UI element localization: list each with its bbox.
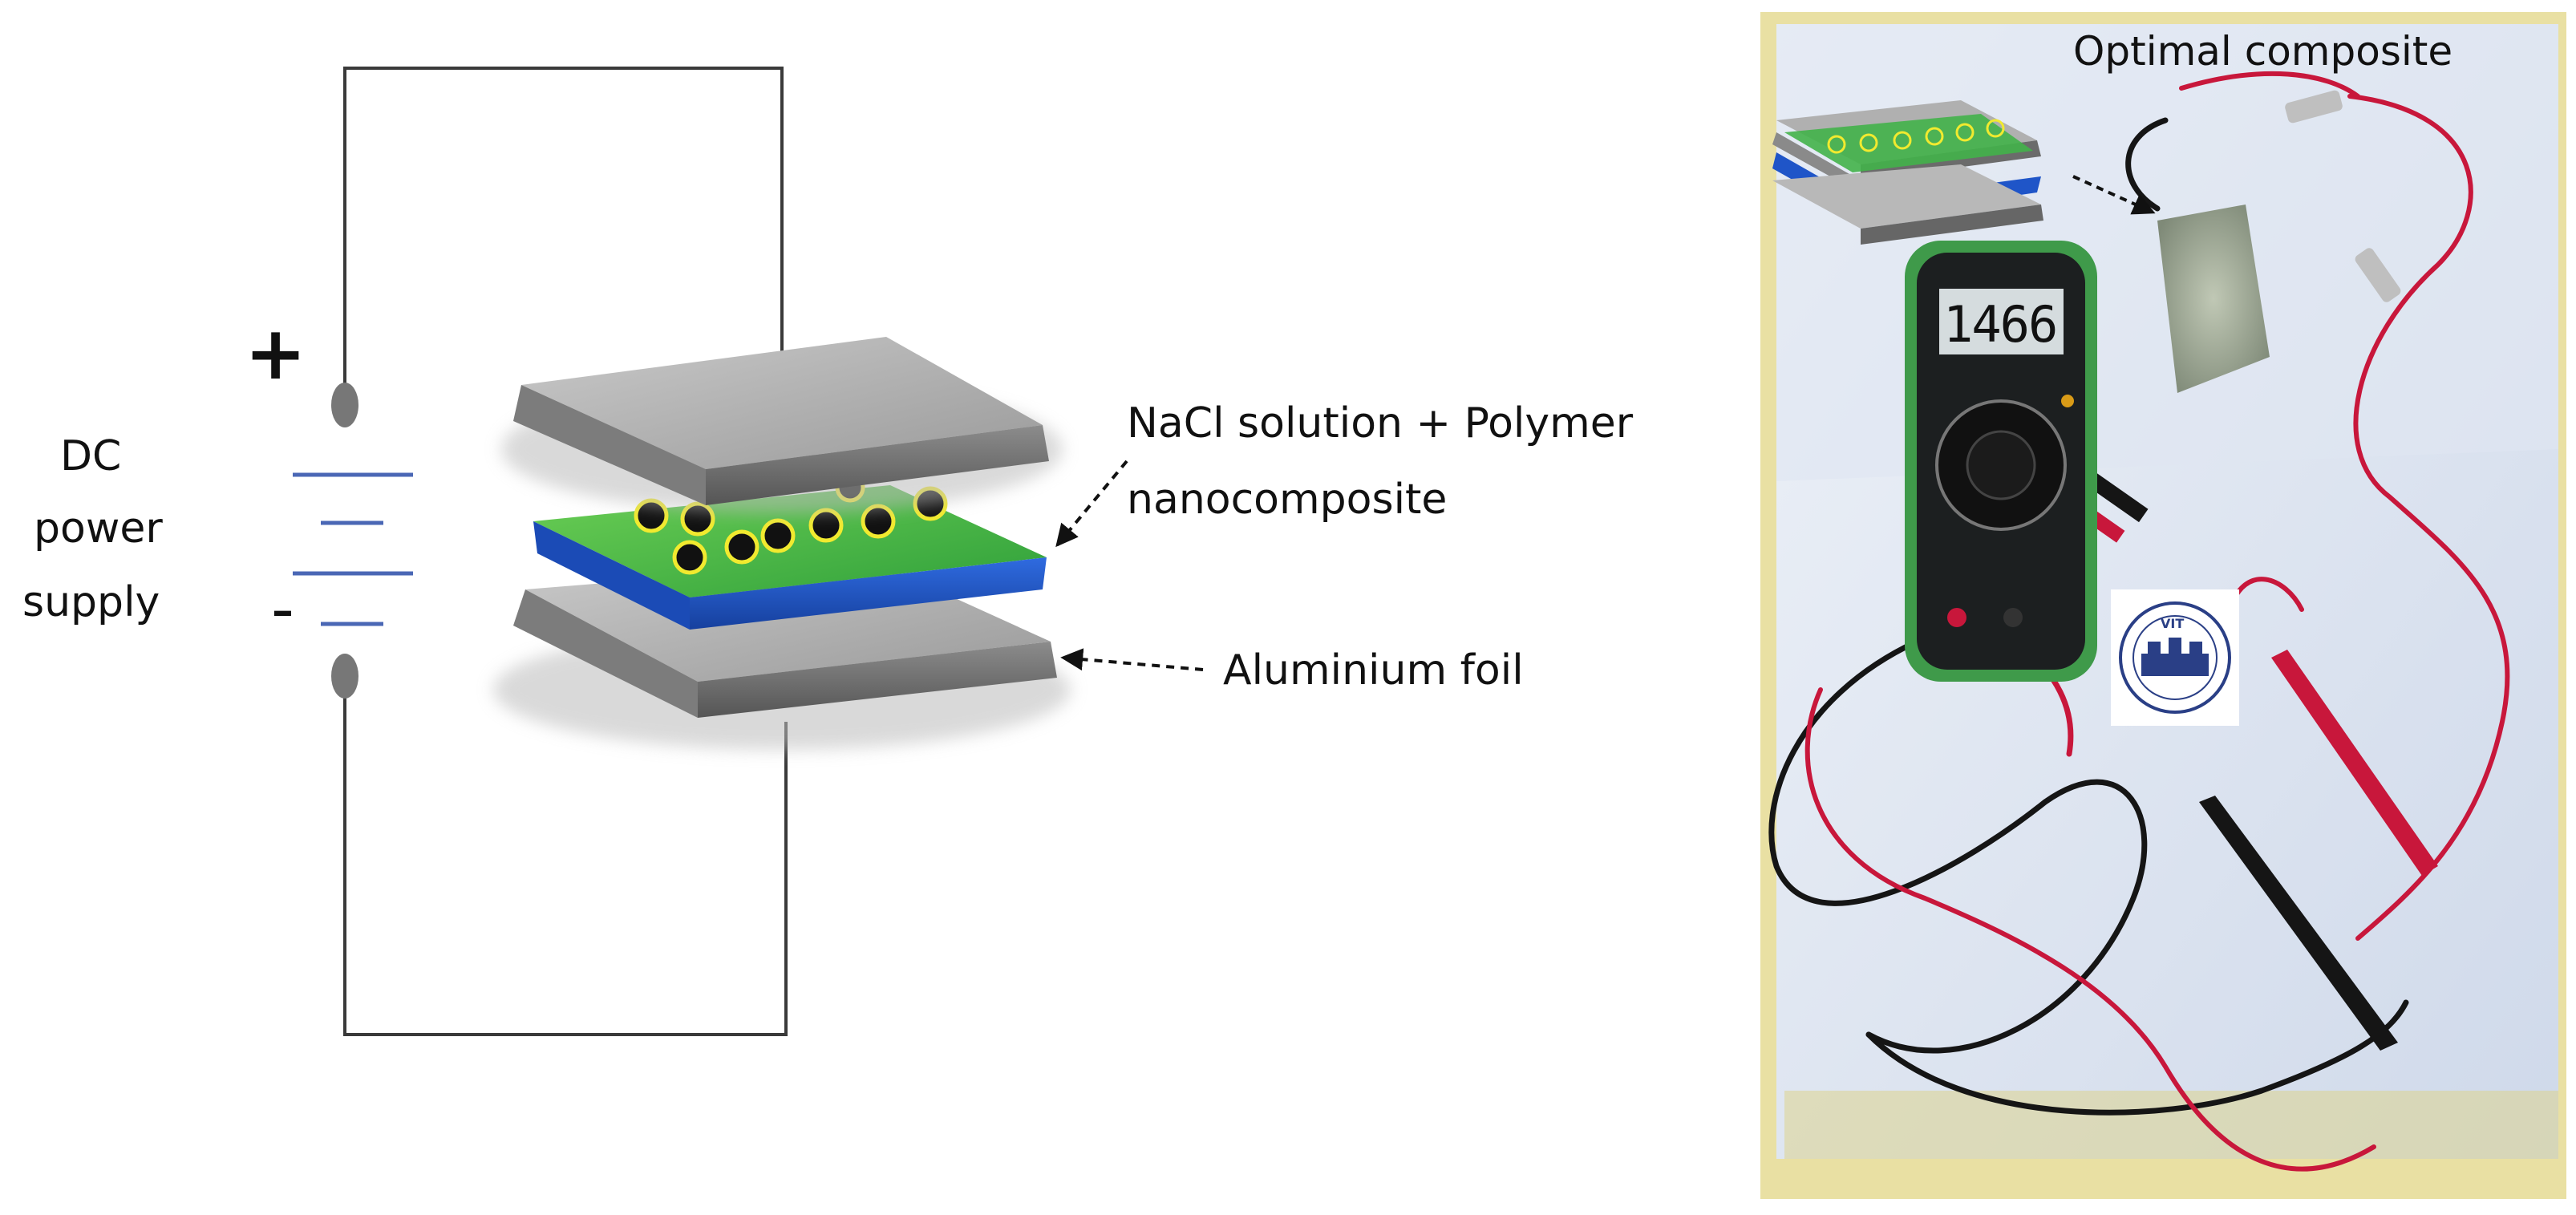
polymer-layer-label-line1: NaCl solution + Polymer <box>1127 399 1634 448</box>
composite-sample <box>2157 205 2270 393</box>
nanoparticle <box>808 508 844 543</box>
nanoparticle <box>724 529 759 565</box>
positive-terminal <box>331 383 358 427</box>
power-supply-label-line2: power <box>34 504 163 553</box>
minus-sign-label: - <box>271 572 294 646</box>
multimeter-display <box>1939 289 2064 354</box>
power-supply-label-line1: DC <box>60 432 122 480</box>
optimal-composite-label: Optimal composite <box>2073 28 2453 75</box>
circuit-wires <box>343 67 788 1036</box>
institute-logo <box>2111 589 2239 726</box>
nanoparticle <box>861 504 896 539</box>
probes <box>2070 472 2438 1051</box>
alligator-clips <box>2285 90 2401 302</box>
power-supply-label-line3: supply <box>22 578 160 626</box>
experiment-photo <box>1760 12 2566 1199</box>
plus-sign-label: + <box>245 310 307 396</box>
battery-symbol-icon <box>293 383 413 699</box>
polymer-layer-label-line2: nanocomposite <box>1127 476 1448 524</box>
multimeter <box>1905 241 2097 682</box>
top-foil-plate <box>501 337 1063 513</box>
dashed-arrow-icon <box>1060 648 1204 671</box>
polymer-layer <box>533 472 1047 630</box>
nanoparticle <box>672 540 707 575</box>
annotation-arrows <box>1055 460 1204 671</box>
test-leads <box>1768 71 2510 1172</box>
inset-layer-icon <box>1772 100 2156 245</box>
aluminium-foil-label: Aluminium foil <box>1223 646 1524 695</box>
dashed-arrow-icon <box>1055 460 1128 548</box>
nanoparticle <box>760 518 796 553</box>
multimeter-reading: 1466 <box>1943 295 2058 354</box>
institute-logo-text: VIT <box>2161 616 2185 631</box>
negative-terminal <box>331 654 358 699</box>
